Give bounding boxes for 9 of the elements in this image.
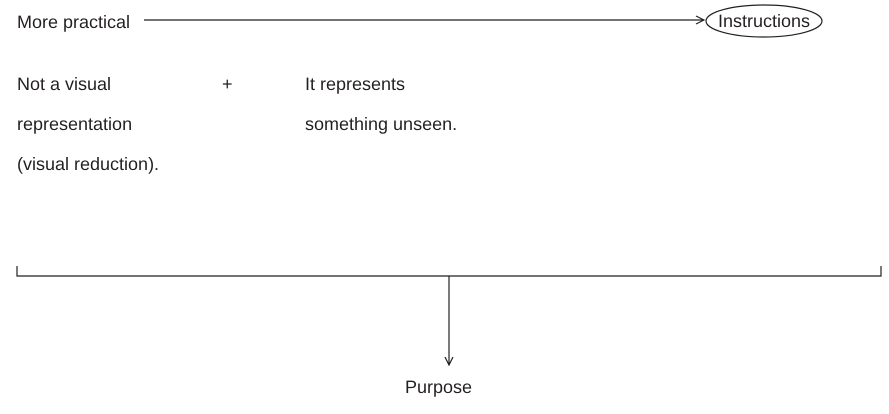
bracket: [16, 265, 882, 277]
arrow: [444, 276, 454, 366]
arrow: [144, 15, 705, 25]
circled-label: Instructions: [705, 4, 823, 38]
text-label: Not a visual representation (visual reduction).: [17, 64, 177, 184]
plus-sign: +: [222, 73, 233, 96]
text-label: It represents something unseen.: [305, 64, 490, 144]
text-label: More practical: [17, 2, 142, 42]
text-label: Purpose: [405, 367, 490, 407]
